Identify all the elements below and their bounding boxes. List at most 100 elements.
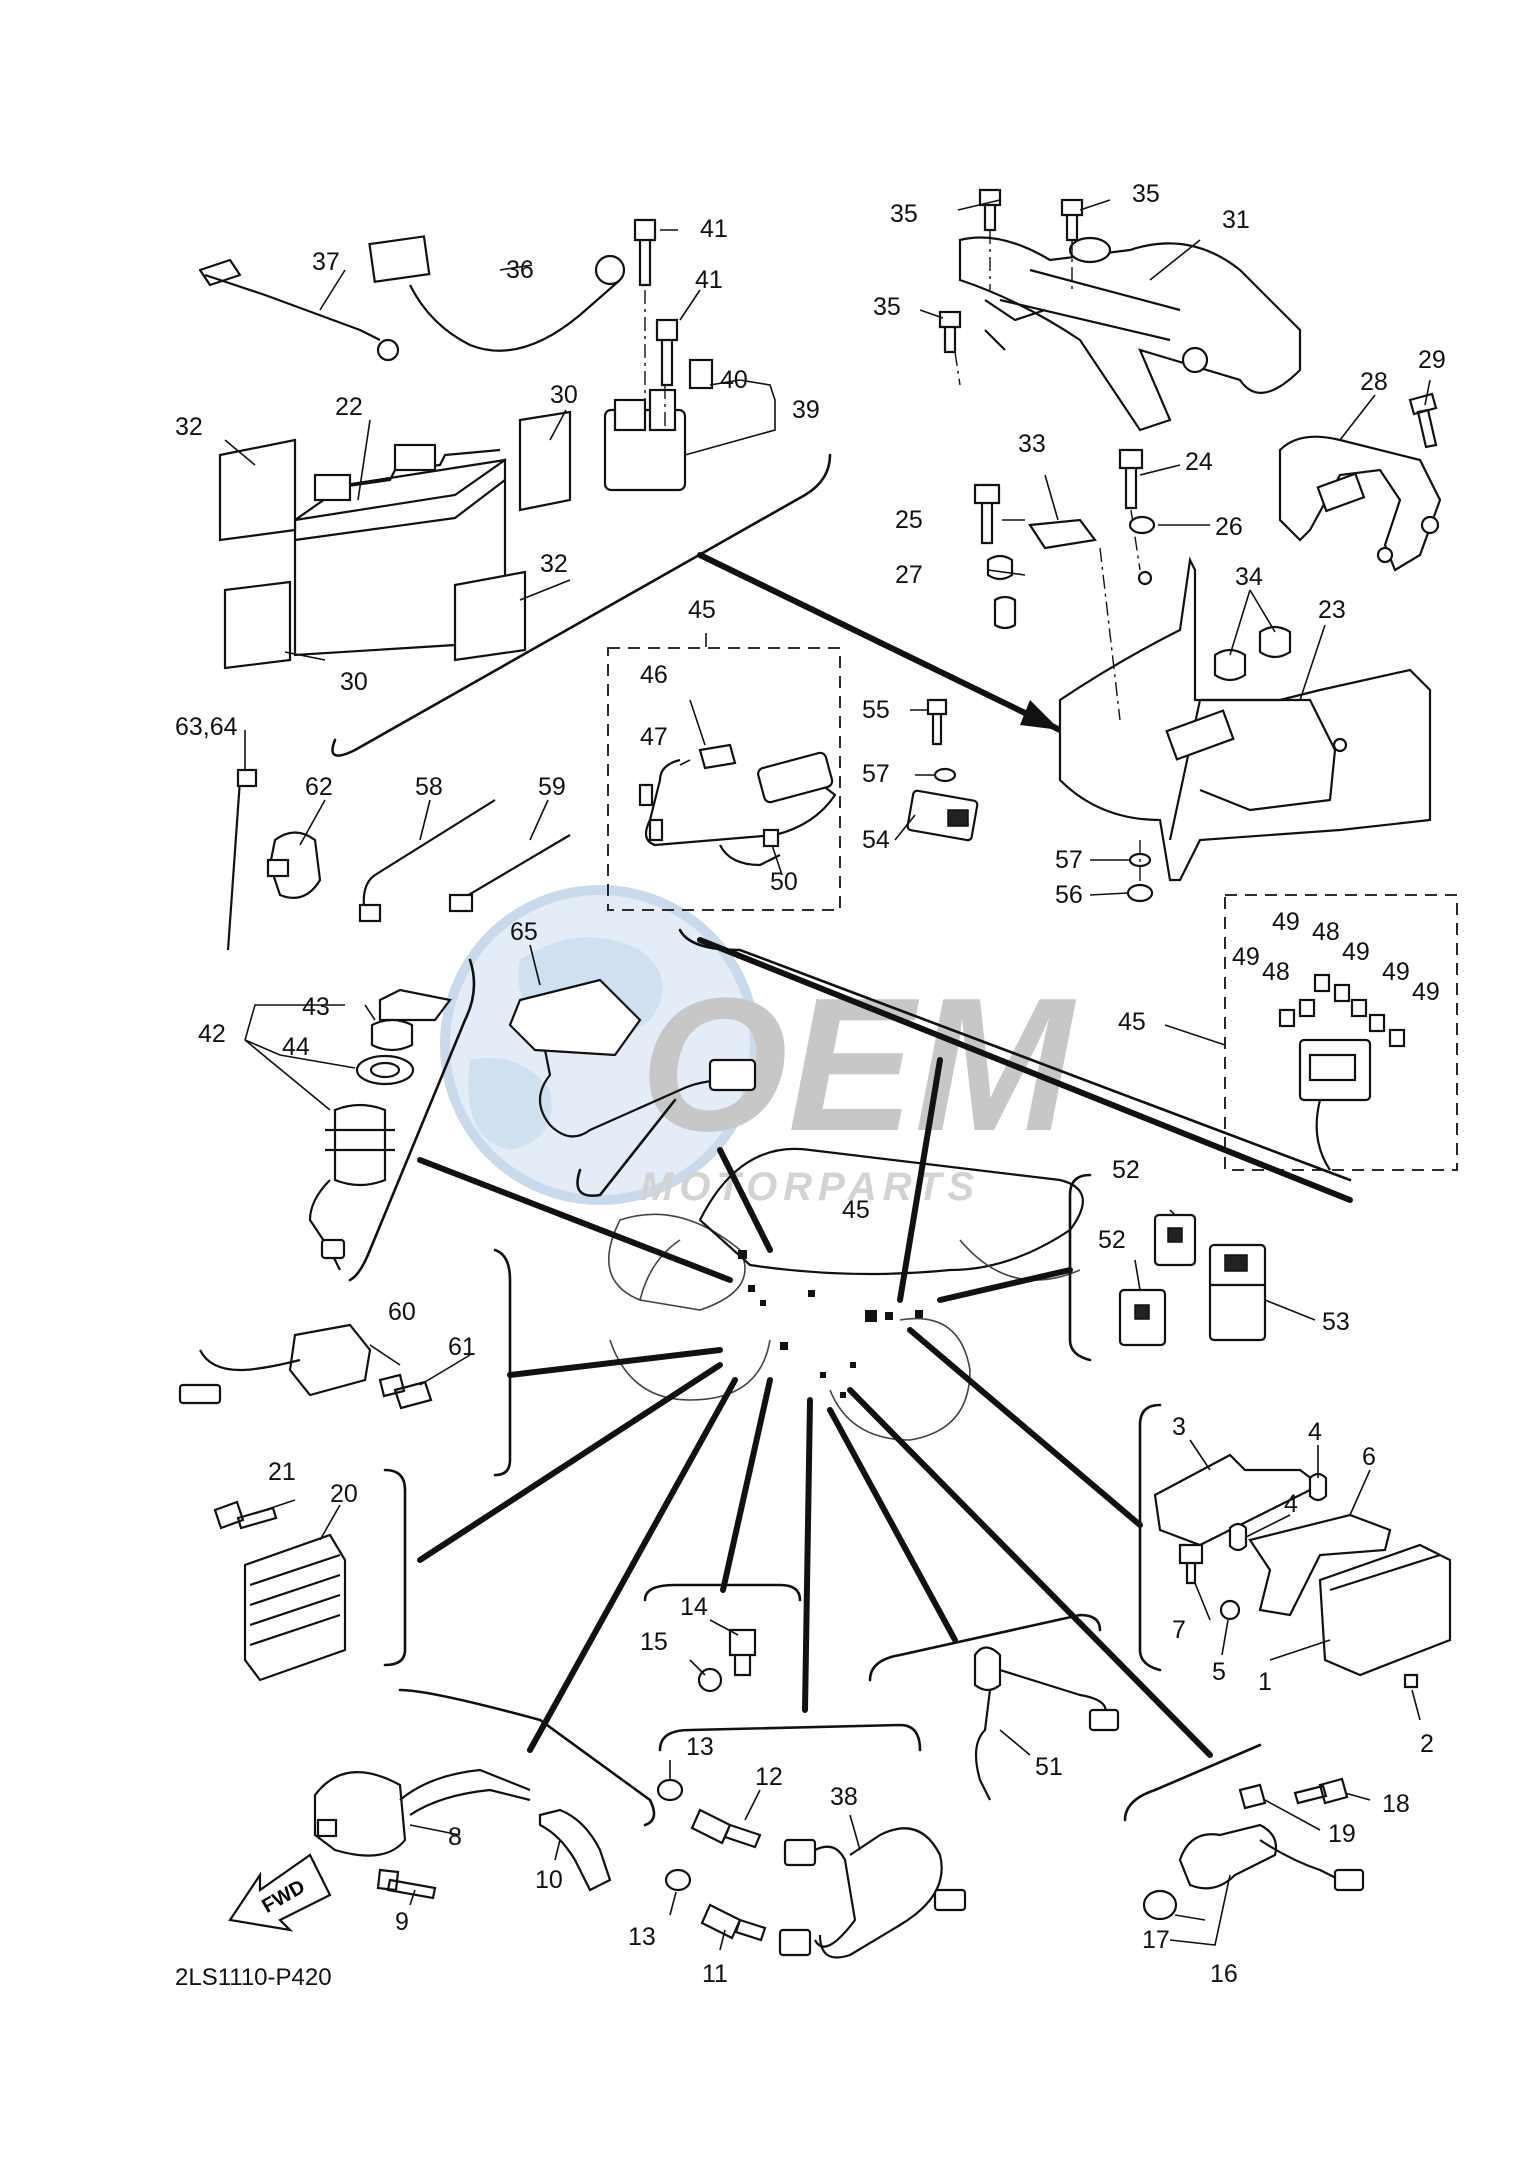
thermo-unit-14 bbox=[728, 1628, 757, 1677]
harness-detail-box bbox=[607, 647, 841, 911]
harness-plug-46 bbox=[698, 743, 737, 770]
screw-55 bbox=[926, 698, 948, 746]
callout-28: 28 bbox=[1360, 368, 1388, 396]
battery-assembly bbox=[198, 218, 714, 670]
nut-56 bbox=[1126, 883, 1154, 903]
callout-49b: 49 bbox=[1232, 943, 1260, 971]
bolt-29 bbox=[1408, 392, 1438, 449]
fuse-holder-54 bbox=[906, 789, 979, 842]
harness-detail bbox=[638, 743, 837, 867]
lead-38 bbox=[814, 1845, 857, 1948]
callout-29: 29 bbox=[1418, 346, 1446, 374]
callout-37: 37 bbox=[312, 248, 340, 276]
callout-57a: 57 bbox=[862, 760, 890, 788]
callout-34: 34 bbox=[1235, 563, 1263, 591]
bolt-24 bbox=[1118, 448, 1144, 510]
callout-52b: 52 bbox=[1098, 1226, 1126, 1254]
sensors bbox=[656, 1628, 967, 1959]
callout-65: 65 bbox=[510, 918, 538, 946]
callout-46: 46 bbox=[640, 661, 668, 689]
callout-45c: 45 bbox=[842, 1196, 870, 1224]
bolt-9 bbox=[376, 1868, 437, 1900]
callout-62: 62 bbox=[305, 773, 333, 801]
callout-11: 11 bbox=[702, 1960, 728, 1988]
callout-6: 6 bbox=[1362, 1443, 1376, 1471]
callout-13b: 13 bbox=[628, 1923, 656, 1951]
callout-49d: 49 bbox=[1382, 958, 1410, 986]
cable-ties bbox=[226, 768, 571, 951]
callout-30b: 30 bbox=[340, 668, 368, 696]
key-43 bbox=[378, 988, 452, 1022]
collar-27 bbox=[986, 554, 1014, 581]
callout-17: 17 bbox=[1142, 1926, 1170, 1954]
neutral-switch bbox=[973, 1646, 1120, 1801]
callout-25: 25 bbox=[895, 506, 923, 534]
bracket-6 bbox=[1248, 1513, 1392, 1617]
callout-56: 56 bbox=[1055, 881, 1083, 909]
callout-14: 14 bbox=[680, 1593, 708, 1621]
main-switch-body bbox=[333, 1103, 387, 1187]
callout-22: 22 bbox=[335, 393, 363, 421]
callout-53: 53 bbox=[1322, 1308, 1350, 1336]
connector-65-body bbox=[508, 978, 642, 1057]
coil-8 bbox=[313, 1771, 407, 1857]
callout-5: 5 bbox=[1212, 1658, 1226, 1686]
callout-8: 8 bbox=[448, 1823, 462, 1851]
callout-54: 54 bbox=[862, 826, 890, 854]
switch-51 bbox=[973, 1646, 1002, 1692]
callout-24: 24 bbox=[1185, 448, 1213, 476]
callout-50: 50 bbox=[770, 868, 798, 896]
bolt-35a bbox=[978, 188, 1002, 232]
clamp-62 bbox=[268, 831, 322, 899]
leader-lines bbox=[224, 199, 1431, 1951]
callout-4a: 4 bbox=[1308, 1418, 1322, 1446]
washer-26 bbox=[1128, 515, 1156, 535]
callout-7: 7 bbox=[1172, 1616, 1186, 1644]
callout-23: 23 bbox=[1318, 596, 1346, 624]
sensor-16 bbox=[1178, 1823, 1278, 1890]
callout-45b: 45 bbox=[1118, 1008, 1146, 1036]
plug-cap-10 bbox=[538, 1808, 612, 1892]
bolt-35b bbox=[1060, 198, 1084, 242]
frame-bracket-assembly bbox=[906, 188, 1442, 903]
washer-57a bbox=[933, 767, 957, 783]
callout-41a: 41 bbox=[700, 215, 728, 243]
callout-21: 21 bbox=[268, 1458, 296, 1486]
callout-9: 9 bbox=[395, 1908, 409, 1936]
callout-35a: 35 bbox=[890, 200, 918, 228]
callout-49c: 49 bbox=[1342, 938, 1370, 966]
ignition-coil: FWD bbox=[228, 1768, 612, 1932]
battery-box-23 bbox=[1058, 556, 1432, 882]
callout-48a: 48 bbox=[1312, 918, 1340, 946]
relay-53 bbox=[1208, 1243, 1267, 1342]
thermo-switch-12 bbox=[690, 1808, 762, 1849]
battery-positive-lead bbox=[409, 279, 621, 352]
callout-3: 3 bbox=[1172, 1413, 1186, 1441]
rubber-34a bbox=[1213, 648, 1247, 682]
battery-pad-right-top bbox=[518, 410, 572, 512]
callout-12: 12 bbox=[755, 1763, 783, 1791]
fwd-arrow-icon bbox=[228, 1853, 332, 1932]
cable-tie-59 bbox=[459, 834, 571, 901]
gasket-13b bbox=[664, 1868, 692, 1892]
motorcycle-outline bbox=[607, 1147, 1084, 1441]
callout-33: 33 bbox=[1018, 430, 1046, 458]
nut-44 bbox=[355, 1054, 415, 1086]
bolt-21 bbox=[213, 1500, 278, 1530]
callout-13a: 13 bbox=[686, 1733, 714, 1761]
callout-47: 47 bbox=[640, 723, 668, 751]
bolt-41a bbox=[633, 218, 657, 287]
callout-41b: 41 bbox=[695, 266, 723, 294]
callout-2: 2 bbox=[1420, 1730, 1434, 1758]
grommet-4a bbox=[1308, 1472, 1328, 1502]
bolt-61 bbox=[378, 1373, 433, 1410]
callout-10: 10 bbox=[535, 1866, 563, 1894]
callout-40: 40 bbox=[720, 366, 748, 394]
crank-sensor bbox=[1142, 1777, 1365, 1921]
callout-45a: 45 bbox=[688, 596, 716, 624]
sidestand-switch-60 bbox=[288, 1323, 372, 1397]
battery-pad-right-bottom bbox=[453, 570, 527, 662]
lead-65 bbox=[508, 978, 757, 1138]
callout-60: 60 bbox=[388, 1298, 416, 1326]
battery-negative-lead bbox=[204, 273, 381, 341]
